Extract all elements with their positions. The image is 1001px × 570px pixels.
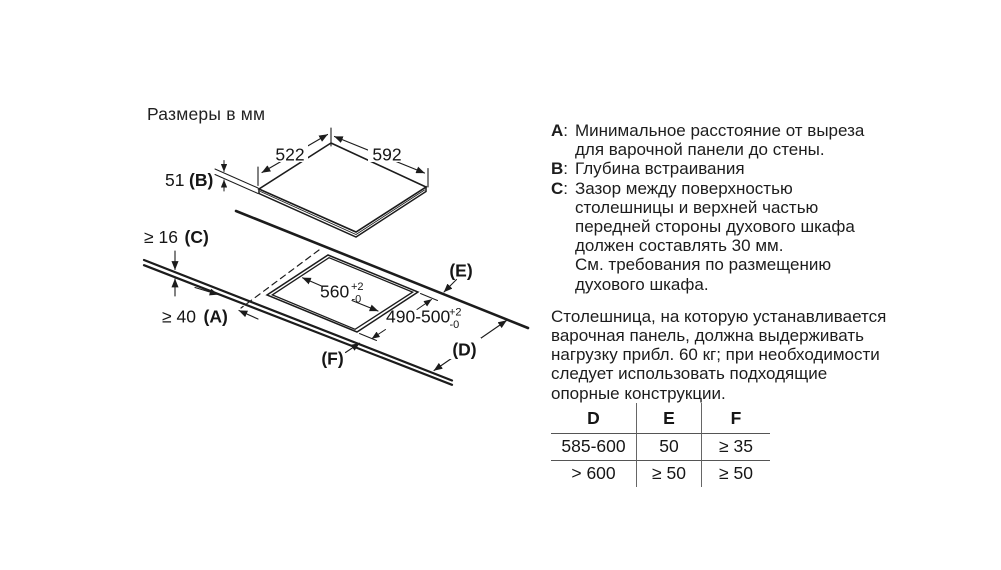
legend-text-line: Глубина встраивания bbox=[575, 159, 745, 179]
table-cell: > 600 bbox=[571, 463, 616, 483]
label-F: (F) bbox=[321, 349, 343, 369]
legend-item-B: B:Глубина встраивания bbox=[551, 159, 745, 179]
note-line: нагрузку прибл. 60 кг; при необходимости bbox=[551, 345, 880, 365]
dim-51-label: 51 bbox=[165, 170, 184, 190]
table-cell: ≥ 35 bbox=[701, 434, 770, 461]
dim-490-tol-minus: -0 bbox=[450, 319, 460, 331]
pointer-F bbox=[344, 342, 361, 354]
dashed-projection-line bbox=[240, 249, 320, 309]
legend-text-line: передней стороны духового шкафа bbox=[575, 217, 855, 237]
countertop-front-edge bbox=[142, 258, 454, 386]
legend-and-note: A:Минимальное расстояние от выреза для в… bbox=[551, 121, 951, 403]
cutout-outline bbox=[265, 254, 420, 333]
note-line: опорные конструкции. bbox=[551, 383, 726, 403]
dim-40-label: ≥ 40 bbox=[162, 307, 196, 327]
legend-text-line: духового шкафа. bbox=[575, 274, 709, 294]
dim-490-label: 490-500 bbox=[386, 307, 450, 327]
dim-560-label: 560 bbox=[320, 282, 349, 302]
legend-key: C bbox=[551, 178, 564, 198]
table-cell: ≥ 50 bbox=[636, 461, 701, 487]
label-D: (D) bbox=[452, 340, 476, 360]
table-header-F: F bbox=[701, 403, 770, 434]
dim-490-500 bbox=[359, 293, 438, 341]
legend-item-A: A:Минимальное расстояние от выреза для в… bbox=[551, 121, 865, 160]
dim-560 bbox=[301, 277, 379, 312]
dim-51-B bbox=[214, 160, 259, 194]
table-header-E: E bbox=[636, 403, 701, 434]
dim-490-tol-plus: +2 bbox=[449, 307, 462, 319]
table-cell: ≥ 50 bbox=[701, 461, 770, 487]
dim-522-label: 522 bbox=[275, 145, 304, 165]
dimension-table: D E F 585-600 50 ≥ 35 > 600 ≥ 50 ≥ 50 bbox=[551, 403, 770, 487]
legend-text-line: столешницы и верхней частью bbox=[575, 197, 819, 217]
legend-key: B bbox=[551, 159, 564, 179]
dim-16-label: ≥ 16 bbox=[144, 227, 178, 247]
page-title: Размеры в мм bbox=[147, 104, 266, 124]
table-cell: 585-600 bbox=[551, 434, 636, 461]
legend-text-line: должен составлять 30 мм. bbox=[575, 236, 784, 256]
note-line: Столешница, на которую устанавливается bbox=[551, 306, 887, 326]
dim-592-label: 592 bbox=[372, 145, 401, 165]
legend-text-line: Минимальное расстояние от выреза bbox=[575, 121, 865, 140]
label-C: (C) bbox=[185, 227, 209, 247]
label-B: (B) bbox=[189, 170, 213, 190]
table-header-D: D bbox=[551, 403, 636, 434]
table-cell: 50 bbox=[636, 434, 701, 461]
legend-item-C: C:Зазор между поверхностью столешницы и … bbox=[551, 178, 855, 294]
pointer-E bbox=[443, 278, 458, 293]
note-line: следует использовать подходящие bbox=[551, 364, 828, 384]
label-backings bbox=[272, 144, 481, 359]
label-E: (E) bbox=[449, 261, 472, 281]
countertop-back-edge bbox=[234, 209, 530, 330]
dim-40-A bbox=[194, 286, 259, 320]
legend-text-line: См. требования по размещению bbox=[575, 255, 832, 275]
label-A: (A) bbox=[204, 307, 228, 327]
legend-key: A bbox=[551, 121, 564, 140]
dim-560-tol-plus: +2 bbox=[351, 281, 364, 293]
note-line: варочная панель, должна выдерживать bbox=[551, 326, 864, 346]
legend-text-line: Зазор между поверхностью bbox=[575, 178, 793, 198]
load-note: Столешница, на которую устанавливается в… bbox=[551, 307, 951, 403]
legend-text-line: для варочной панели до стены. bbox=[575, 140, 825, 160]
dim-560-tol-minus: -0 bbox=[352, 294, 362, 306]
